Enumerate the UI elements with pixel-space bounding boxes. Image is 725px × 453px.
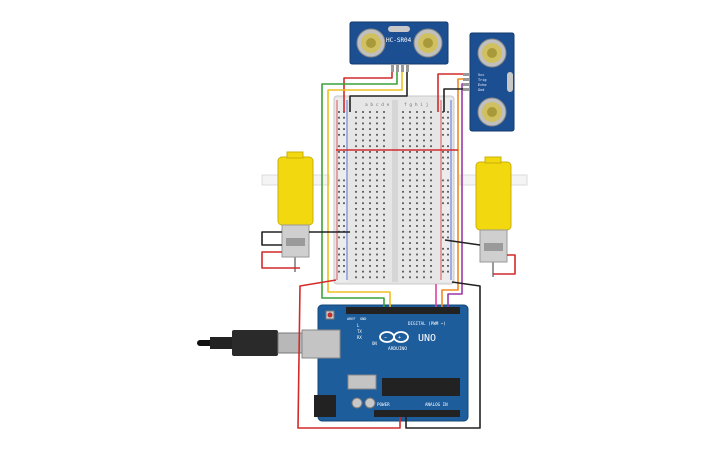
wire-motor-left-a[interactable] (261, 231, 282, 246)
breadboard-col-labels-left: a b c d e (365, 102, 390, 108)
wire-vcc-right[interactable] (437, 73, 463, 112)
sensor-top-model: HC-SR04 (386, 37, 412, 44)
wire-gnd-right[interactable] (443, 88, 463, 112)
tx-label: TX (357, 329, 362, 334)
wires (261, 72, 516, 429)
wire-echo-right[interactable] (447, 83, 463, 307)
svg-text:+: + (398, 335, 401, 341)
dc-motor-right[interactable] (459, 156, 528, 277)
usb-port (301, 329, 341, 359)
digital-label: DIGITAL (PWM ~) (408, 321, 446, 326)
wire-trig-top[interactable] (321, 72, 398, 307)
wire-5v-arduino[interactable] (297, 279, 401, 429)
ultrasonic-sensor-right[interactable]: Vcc Trig Echo Gnd (463, 32, 515, 132)
sensor-right-pin-label-echo: Echo (478, 83, 486, 87)
sensor-top-pin-trig[interactable] (396, 64, 399, 72)
usb-cable[interactable] (197, 330, 303, 356)
crystal (388, 26, 410, 32)
breadboard-holes (338, 111, 449, 279)
power-jack (314, 395, 336, 417)
sensor-top-pin-gnd[interactable] (406, 64, 409, 72)
wire-motor-right-b[interactable] (493, 254, 516, 275)
wire-gnd-arduino[interactable] (405, 281, 481, 429)
rx-label: RX (357, 335, 362, 340)
sensor-right-pin-label-gnd: Gnd (478, 88, 484, 92)
ultrasonic-sensor-top[interactable]: HC-SR04 (349, 21, 449, 72)
wire-echo-top[interactable] (327, 72, 403, 307)
sensor-top-pin-echo[interactable] (401, 64, 404, 72)
analog-label: ANALOG IN (425, 402, 448, 407)
crystal-oscillator (347, 374, 377, 390)
arduino-brand-label: ARDUINO (388, 346, 407, 352)
digital-header[interactable] (346, 307, 460, 314)
breadboard-col-labels-right: f g h i j (404, 102, 428, 108)
arduino-model-label: UNO (418, 333, 436, 344)
l-label: L (357, 323, 360, 328)
wire-motor-left-b[interactable] (261, 251, 300, 269)
power-analog-header[interactable] (374, 410, 460, 417)
arduino-uno[interactable]: − + UNO ARDUINO DIGITAL (PWM ~) POWER AN… (301, 304, 469, 422)
wire-trig-right[interactable] (441, 78, 463, 307)
sensor-top-pin-vcc[interactable] (391, 64, 394, 72)
wire-motor-right-a[interactable] (444, 239, 481, 246)
power-label: POWER (377, 402, 390, 407)
atmega-chip (382, 378, 460, 396)
svg-text:−: − (384, 335, 387, 341)
on-label: ON (372, 341, 377, 346)
sensor-right-pin-label-trig: Trig (478, 78, 486, 82)
sensor-right-pin-label-vcc: Vcc (478, 73, 484, 77)
wire-gnd-top[interactable] (349, 72, 408, 112)
arduino-logo: − + (379, 331, 409, 343)
breadboard[interactable]: a b c d e f g h i j (333, 95, 455, 285)
gnd-label: GND (360, 317, 366, 321)
aref-label: AREF (347, 317, 355, 321)
wire-vcc-top[interactable] (343, 72, 393, 112)
dc-motor-left[interactable] (261, 151, 330, 272)
